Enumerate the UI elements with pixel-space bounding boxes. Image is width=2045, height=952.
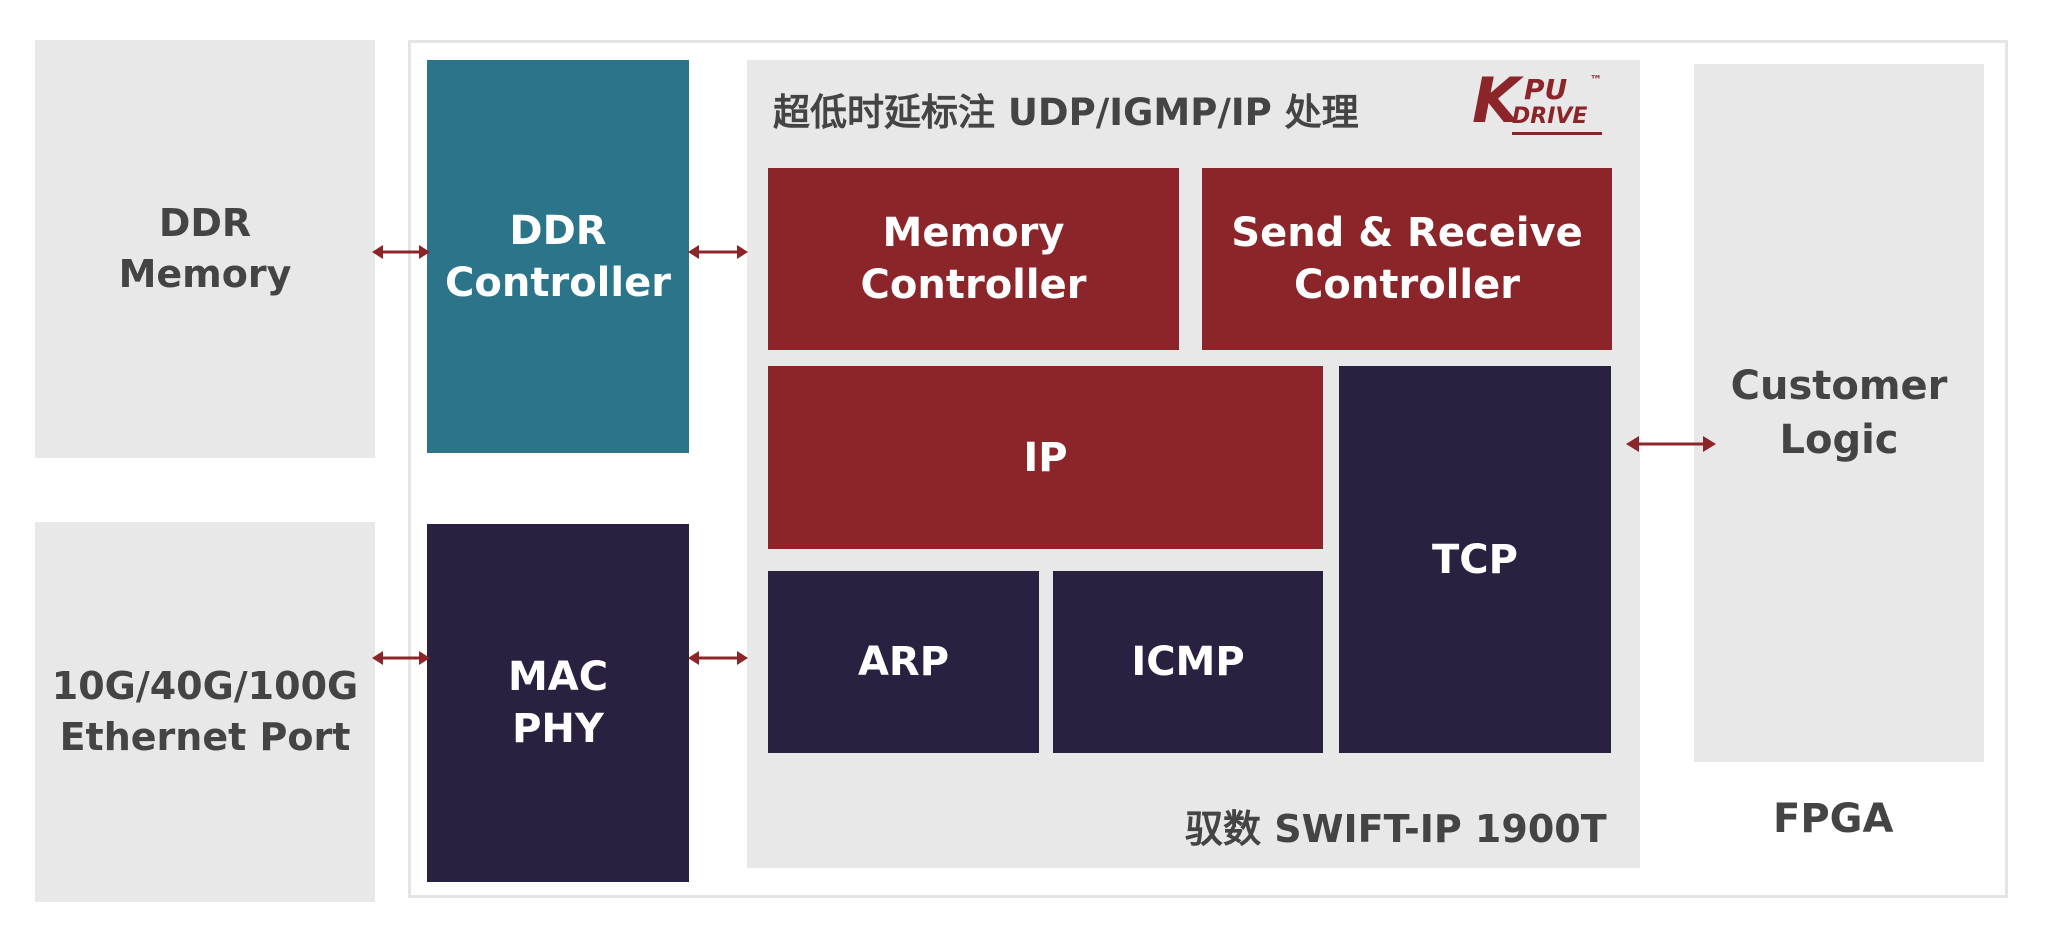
customer-logic-block: Customer Logic xyxy=(1694,64,1984,762)
mac-phy-block: MAC PHY xyxy=(427,524,689,882)
memory-controller-block: Memory Controller xyxy=(768,168,1179,350)
ddr-memory-label: DDR Memory xyxy=(118,200,292,296)
ethernet-port-block: 10G/40G/100G Ethernet Port xyxy=(35,522,375,902)
core-footer: 驭数 SWIFT-IP 1900T xyxy=(1185,807,1607,851)
kpu-drive-logo: K PU ™ DRIVE xyxy=(1472,70,1607,138)
core-title: 超低时延标注 UDP/IGMP/IP 处理 xyxy=(773,91,1359,134)
logo-drive-text: DRIVE xyxy=(1512,104,1588,129)
ddr-controller-block: DDR Controller xyxy=(427,60,689,453)
arrow-ddr-memory-to-controller xyxy=(372,245,430,259)
arrow-mac-to-core xyxy=(688,651,748,665)
send-receive-controller-block: Send & Receive Controller xyxy=(1202,168,1612,350)
arp-block: ARP xyxy=(768,571,1039,753)
ddr-controller-label: DDR Controller xyxy=(445,207,671,306)
ddr-memory-block: DDR Memory xyxy=(35,40,375,458)
logo-k-letter: K xyxy=(1472,64,1521,137)
memory-controller-label: Memory Controller xyxy=(860,210,1087,308)
logo-tm-mark: ™ xyxy=(1590,73,1602,87)
customer-logic-label: Customer Logic xyxy=(1730,363,1948,463)
arrow-ethernet-to-mac xyxy=(372,651,430,665)
ethernet-port-label: 10G/40G/100G Ethernet Port xyxy=(51,663,359,759)
mac-phy-label: MAC PHY xyxy=(507,654,609,752)
arrow-core-to-customer-logic xyxy=(1626,436,1716,452)
arrow-ddr-controller-to-core xyxy=(688,245,748,259)
icmp-label: ICMP xyxy=(1131,639,1245,685)
icmp-block: ICMP xyxy=(1053,571,1323,753)
ip-block: IP xyxy=(768,366,1323,549)
logo-underline xyxy=(1512,132,1602,135)
tcp-block: TCP xyxy=(1339,366,1611,753)
arp-label: ARP xyxy=(857,639,950,685)
ip-label: IP xyxy=(1023,434,1068,481)
send-receive-controller-label: Send & Receive Controller xyxy=(1231,210,1583,308)
tcp-label: TCP xyxy=(1432,536,1518,583)
fpga-label: FPGA xyxy=(1773,796,1894,842)
logo-pu-letters: PU xyxy=(1524,73,1568,106)
